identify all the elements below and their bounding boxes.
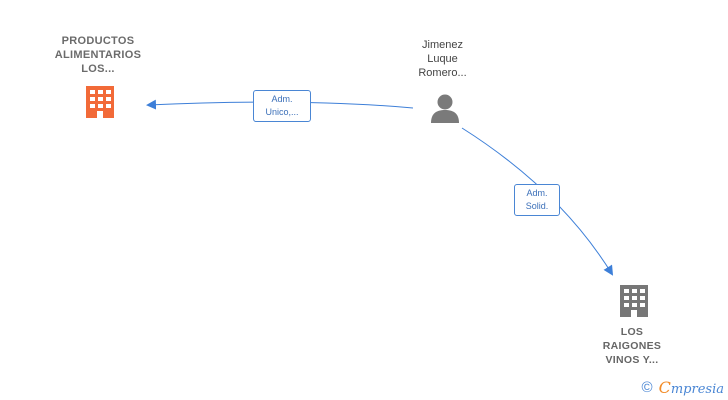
- company-productos-alimentarios-label[interactable]: PRODUCTOS ALIMENTARIOS LOS...: [54, 35, 142, 75]
- edge-label-adm-solid[interactable]: Adm. Solid.: [514, 184, 560, 216]
- person-icon[interactable]: [429, 92, 461, 129]
- brand-logo-initial: C: [658, 378, 671, 397]
- person-jimenez-luque-romero-label[interactable]: Jimenez Luque Romero...: [418, 39, 467, 79]
- building-icon[interactable]: [618, 283, 650, 324]
- empresia-watermark: © Cmpresia: [642, 378, 724, 397]
- company-los-raigones-label[interactable]: LOS RAIGONES VINOS Y...: [602, 326, 662, 366]
- building-icon[interactable]: [84, 84, 116, 125]
- copyright-icon: ©: [641, 379, 653, 396]
- brand-logo: Cmpresia: [659, 378, 724, 397]
- edge-label-adm-unico[interactable]: Adm. Unico,...: [253, 90, 311, 122]
- brand-logo-rest: mpresia: [670, 382, 724, 397]
